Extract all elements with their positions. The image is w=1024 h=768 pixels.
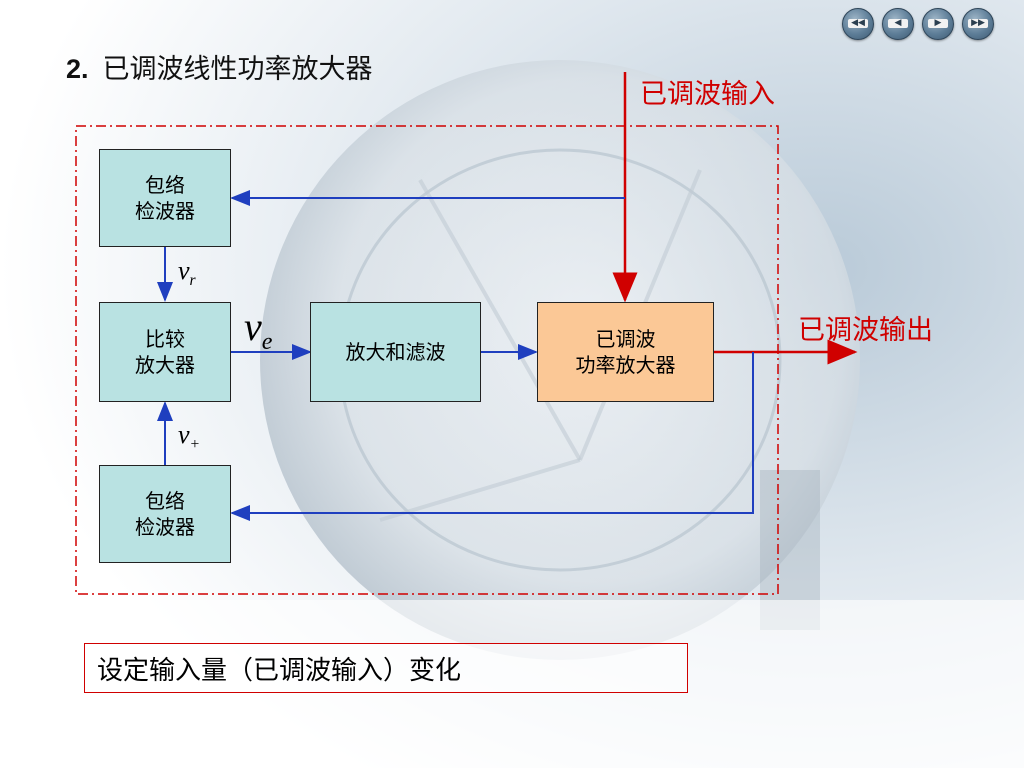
nav-first-button[interactable]: ◀◀	[842, 8, 874, 40]
power-amplifier-block: 已调波功率放大器	[537, 302, 714, 402]
output-feedback-line	[230, 352, 754, 521]
block-label: 包络	[145, 489, 185, 513]
block-label: 放大和滤波	[345, 340, 446, 364]
block-label: 已调波	[595, 327, 656, 351]
top-envelope-detector-block: 包络检波器	[99, 149, 231, 247]
symbol-base: v	[178, 420, 190, 449]
nav-next-button[interactable]: ▶	[922, 8, 954, 40]
symbol-base: v	[178, 256, 190, 285]
symbol-subscript: e	[261, 329, 273, 355]
system-boundary	[75, 125, 779, 595]
page-title: 2. 已调波线性功率放大器	[66, 47, 373, 86]
symbol-subscript: r	[189, 272, 196, 290]
amplify-filter-block: 放大和滤波	[310, 302, 481, 402]
symbol-subscript: +	[189, 436, 201, 454]
output-label: 已调波输出	[798, 315, 933, 346]
nav-last-icon: ▶▶	[971, 18, 985, 28]
comparator-amplifier-block: 比较放大器	[99, 302, 231, 402]
symbol-base: v	[244, 304, 262, 349]
block-label: 放大器	[135, 353, 195, 377]
nav-prev-button[interactable]: ◀	[882, 8, 914, 40]
nav-prev-icon: ◀	[894, 18, 902, 28]
block-label: 比较	[145, 327, 185, 351]
block-label: 检波器	[135, 199, 195, 223]
block-label: 包络	[145, 173, 185, 197]
note-box: 设定输入量（已调波输入）变化	[84, 643, 688, 693]
nav-first-icon: ◀◀	[851, 18, 865, 28]
input-label: 已调波输入	[640, 79, 775, 110]
title-text: 已调波线性功率放大器	[102, 54, 373, 85]
note-text: 设定输入量（已调波输入）变化	[97, 655, 462, 686]
block-label: 功率放大器	[575, 353, 676, 377]
bottom-envelope-detector-block: 包络检波器	[99, 465, 231, 563]
symbol-ve: ve	[244, 303, 272, 356]
nav-last-button[interactable]: ▶▶	[962, 8, 994, 40]
title-number: 2.	[66, 54, 89, 84]
symbol-vr: vr	[178, 256, 196, 290]
nav-next-icon: ▶	[934, 18, 942, 28]
block-label: 检波器	[135, 515, 195, 539]
symbol-vplus: v+	[178, 420, 200, 454]
